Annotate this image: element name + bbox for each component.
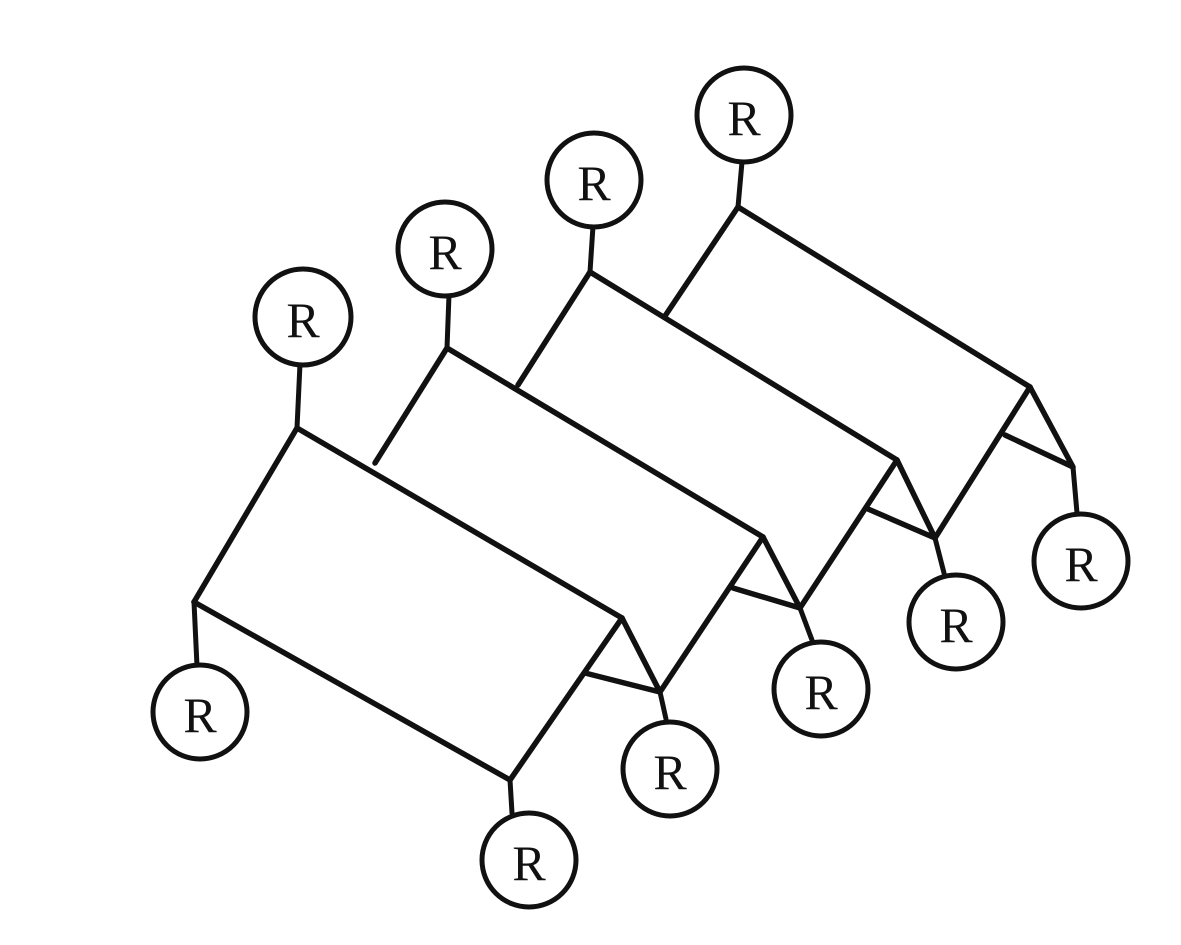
stem-right-3 xyxy=(932,535,947,576)
unit-2-wing xyxy=(730,534,803,611)
r-group-top-2: R xyxy=(395,199,495,299)
r-group-lower-left-1: R xyxy=(150,662,250,762)
r-label: R xyxy=(727,90,761,146)
unit-3-wing xyxy=(865,457,938,541)
r-label: R xyxy=(1064,536,1098,592)
unit-4-front-edge xyxy=(932,384,1033,541)
r-group-top-3: R xyxy=(544,130,644,230)
stem-top-3 xyxy=(587,223,596,275)
stem-top-1 xyxy=(294,361,303,431)
r-group-bottom-1: R xyxy=(479,810,579,910)
stem-bottom-1 xyxy=(507,777,515,816)
r-group-right-3: R xyxy=(906,572,1006,672)
unit-1-front-edge xyxy=(507,615,625,783)
unit-2-back-post xyxy=(372,345,450,466)
unit-1-top-edge xyxy=(294,425,625,621)
unit-3-top-edge xyxy=(587,269,900,463)
r-label: R xyxy=(428,224,462,280)
r-label: R xyxy=(577,155,611,211)
r-label: R xyxy=(183,687,217,743)
unit-3-back-post xyxy=(515,269,593,388)
unit-3-front-edge xyxy=(797,457,900,611)
r-label: R xyxy=(939,597,973,653)
stem-right-2 xyxy=(797,605,815,643)
stem-top-4 xyxy=(735,159,745,210)
r-group-right-2: R xyxy=(771,639,871,739)
stems xyxy=(191,159,1080,816)
stem-right-4 xyxy=(1070,464,1080,516)
stem-top-2 xyxy=(444,292,452,351)
r-group-right-1: R xyxy=(620,719,720,819)
r-group-top-4: R xyxy=(694,65,794,165)
r-label: R xyxy=(286,292,320,348)
r-label: R xyxy=(512,835,546,891)
unit-4-back-post xyxy=(662,204,741,319)
unit-2-front-edge xyxy=(657,534,766,695)
unit-1-bottom-edge xyxy=(191,599,513,783)
unit-2-frame xyxy=(372,345,803,695)
stem-right-1 xyxy=(657,689,669,722)
r-group-top-1: R xyxy=(252,266,354,368)
stem-lower-left-1 xyxy=(191,599,200,669)
unit-4-top-edge xyxy=(735,204,1033,390)
unit-1-frame xyxy=(191,425,663,783)
unit-1-back-post xyxy=(191,425,300,605)
unit-4-wing xyxy=(1002,384,1076,470)
unit-3-frame xyxy=(515,269,938,611)
r-label: R xyxy=(653,744,687,800)
r-group-right-4: R xyxy=(1031,511,1131,611)
unit-2-top-edge xyxy=(444,345,766,540)
r-label: R xyxy=(804,664,838,720)
unit-4-frame xyxy=(662,204,1076,541)
